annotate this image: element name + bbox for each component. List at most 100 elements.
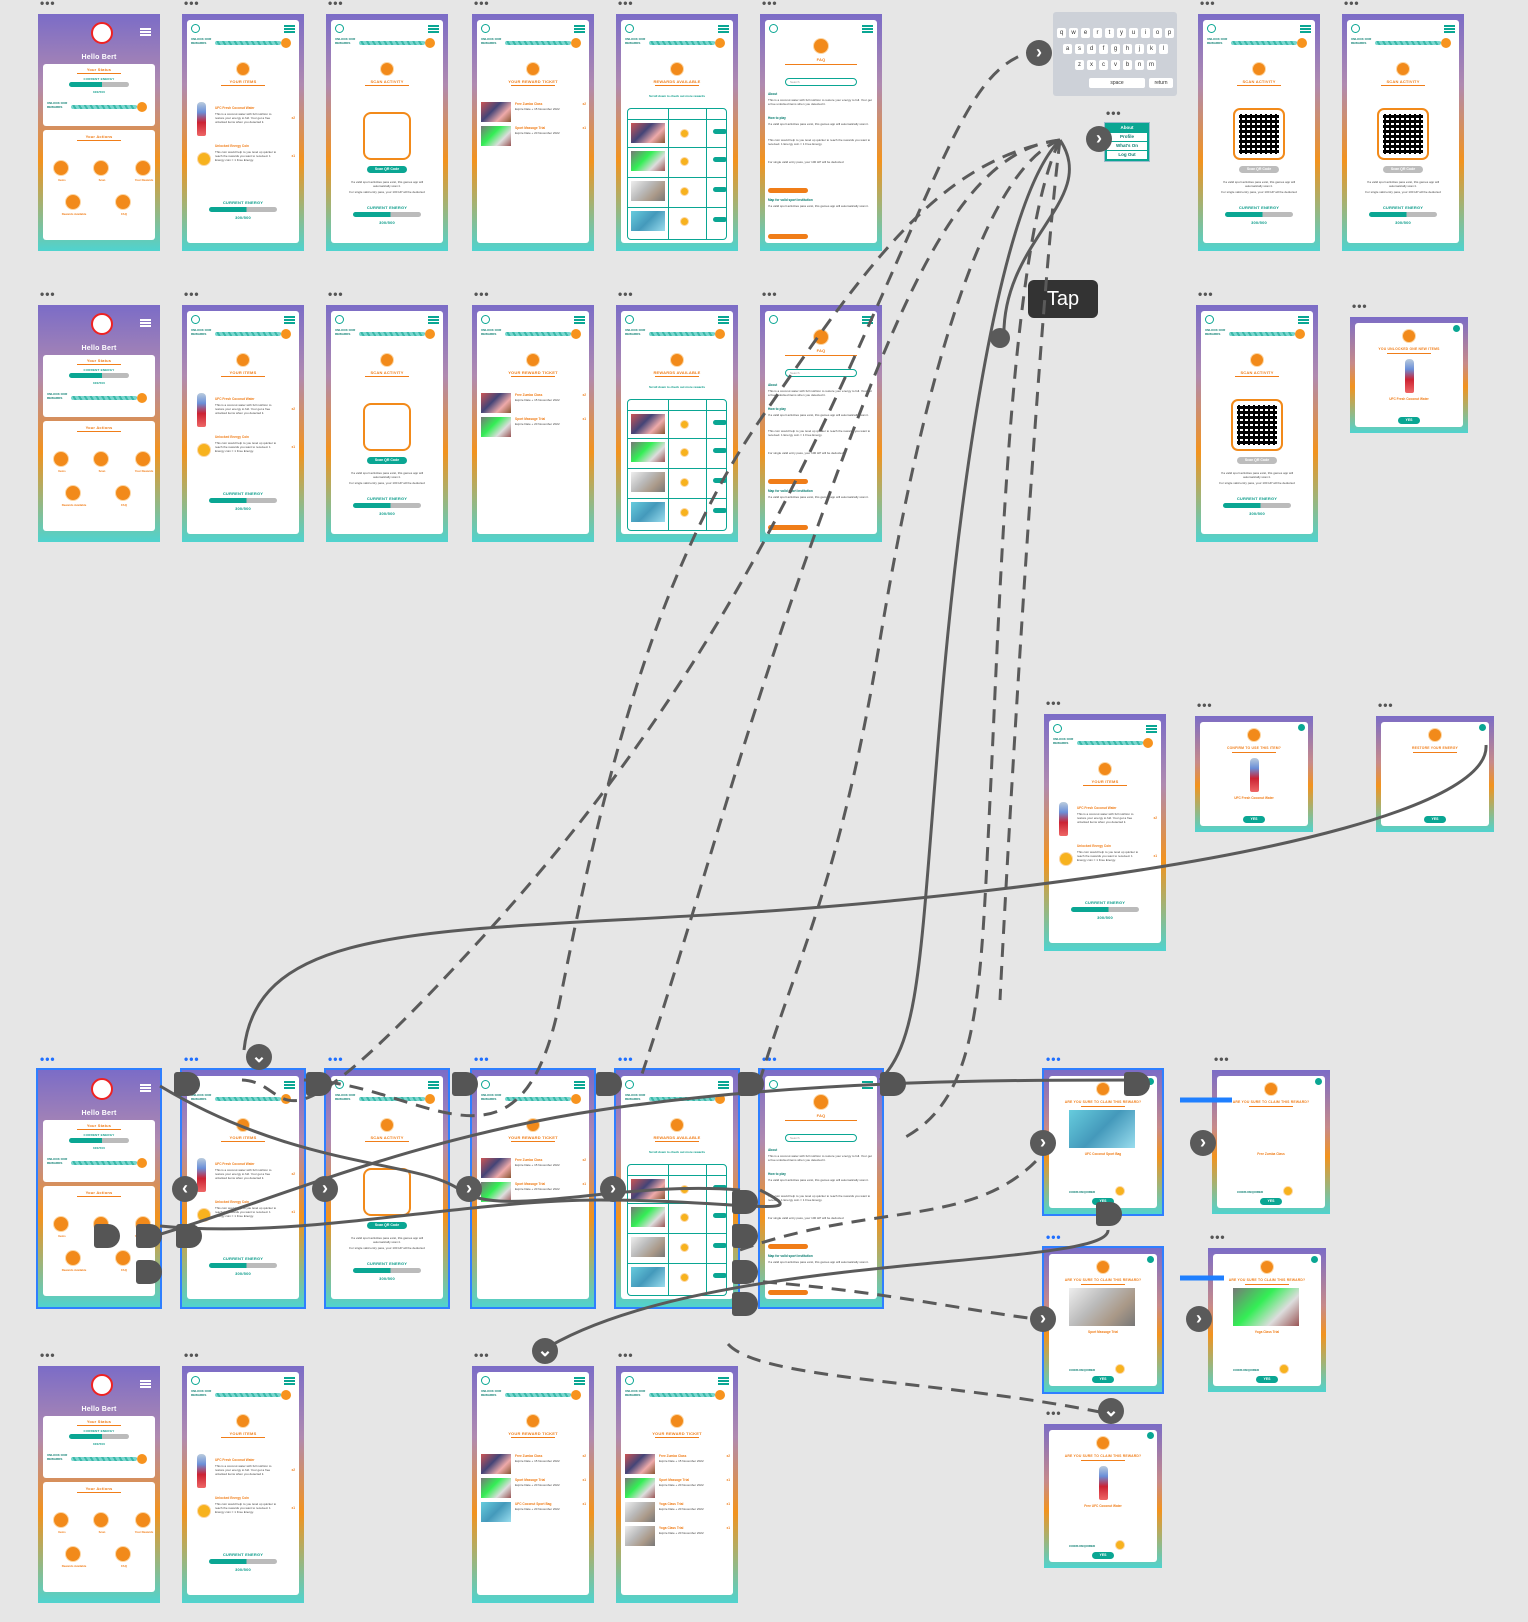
navigation-arrow-icon[interactable]: ›: [1086, 126, 1112, 152]
download-guide-button[interactable]: [768, 1244, 808, 1249]
hamburger-menu-icon[interactable]: [140, 1380, 151, 1388]
back-arrow-icon[interactable]: [625, 315, 634, 324]
back-arrow-icon[interactable]: [625, 24, 634, 33]
key[interactable]: i: [1141, 28, 1150, 38]
sport-institution-map-button[interactable]: [768, 525, 808, 530]
hamburger-menu-icon[interactable]: [1146, 725, 1157, 733]
claim-button[interactable]: [713, 157, 727, 162]
close-icon[interactable]: [1453, 325, 1460, 332]
frame-menu-dots[interactable]: •••: [618, 1052, 634, 1066]
key[interactable]: x: [1087, 60, 1096, 70]
sport-institution-map-button[interactable]: [768, 1290, 808, 1295]
key[interactable]: p: [1165, 28, 1174, 38]
items-icon[interactable]: [53, 1512, 69, 1528]
frame-menu-dots[interactable]: •••: [40, 1348, 56, 1362]
download-guide-button[interactable]: [768, 188, 808, 193]
yes-button[interactable]: YES: [1424, 816, 1446, 823]
frame-menu-dots[interactable]: •••: [328, 1052, 344, 1066]
frame-menu-dots[interactable]: •••: [1200, 0, 1216, 10]
connection-handle[interactable]: [990, 328, 1010, 348]
hamburger-menu-icon[interactable]: [284, 1377, 295, 1385]
menu-item[interactable]: What's On: [1107, 142, 1147, 150]
key[interactable]: a: [1063, 44, 1072, 54]
connection-node[interactable]: [1096, 1202, 1122, 1226]
claim-button[interactable]: [713, 187, 727, 192]
connection-node[interactable]: [136, 1260, 162, 1284]
close-icon[interactable]: [1147, 1432, 1154, 1439]
key[interactable]: c: [1099, 60, 1108, 70]
back-arrow-icon[interactable]: [1351, 24, 1360, 33]
claim-button[interactable]: [713, 448, 727, 453]
back-arrow-icon[interactable]: [769, 24, 778, 33]
your-rewards-icon[interactable]: [135, 160, 151, 176]
key[interactable]: s: [1075, 44, 1084, 54]
hamburger-menu-icon[interactable]: [862, 1081, 873, 1089]
back-arrow-icon[interactable]: [481, 1080, 490, 1089]
frame-menu-dots[interactable]: •••: [474, 1052, 490, 1066]
scan-qr-button[interactable]: Scan QR Code: [1383, 166, 1423, 173]
hamburger-menu-icon[interactable]: [862, 316, 873, 324]
claim-button[interactable]: [713, 129, 727, 134]
modal-frame[interactable]: ARE YOU SURE TO CLAIM THIS REWARD?Free U…: [1044, 1424, 1162, 1568]
faq-icon[interactable]: [115, 485, 131, 501]
frame-menu-dots[interactable]: •••: [762, 287, 778, 301]
connection-node[interactable]: [1124, 1072, 1150, 1096]
key[interactable]: u: [1129, 28, 1138, 38]
faq-icon[interactable]: [115, 1546, 131, 1562]
connection-node[interactable]: [880, 1072, 906, 1096]
key[interactable]: v: [1111, 60, 1120, 70]
rewards-available-icon[interactable]: [65, 485, 81, 501]
frame-menu-dots[interactable]: •••: [1046, 1406, 1062, 1420]
faq-icon[interactable]: [115, 1250, 131, 1266]
back-arrow-icon[interactable]: [481, 24, 490, 33]
back-arrow-icon[interactable]: [481, 1376, 490, 1385]
back-arrow-icon[interactable]: [191, 1376, 200, 1385]
back-arrow-icon[interactable]: [335, 1080, 344, 1089]
connection-node[interactable]: [136, 1224, 162, 1248]
hamburger-menu-icon[interactable]: [140, 28, 151, 36]
key[interactable]: e: [1081, 28, 1090, 38]
frame-menu-dots[interactable]: •••: [762, 0, 778, 10]
hamburger-menu-icon[interactable]: [1300, 25, 1311, 33]
key[interactable]: b: [1123, 60, 1132, 70]
back-arrow-icon[interactable]: [191, 315, 200, 324]
faq-icon[interactable]: [115, 194, 131, 210]
claim-button[interactable]: [713, 508, 727, 513]
hamburger-menu-icon[interactable]: [574, 25, 585, 33]
hamburger-menu-icon[interactable]: [428, 25, 439, 33]
frame-menu-dots[interactable]: •••: [1046, 696, 1062, 710]
frame-menu-dots[interactable]: •••: [40, 1052, 56, 1066]
space-key[interactable]: space: [1089, 78, 1145, 88]
items-icon[interactable]: [53, 451, 69, 467]
scan-qr-button[interactable]: Scan QR Code: [1237, 457, 1277, 464]
key[interactable]: n: [1135, 60, 1144, 70]
frame-menu-dots[interactable]: •••: [474, 287, 490, 301]
key[interactable]: o: [1153, 28, 1162, 38]
yes-button[interactable]: YES: [1398, 417, 1420, 424]
claim-button[interactable]: [713, 1243, 727, 1248]
hamburger-menu-icon[interactable]: [1298, 316, 1309, 324]
scan-icon[interactable]: [93, 451, 109, 467]
frame-menu-dots[interactable]: •••: [184, 0, 200, 10]
frame-menu-dots[interactable]: •••: [1106, 106, 1122, 120]
navigation-arrow-icon[interactable]: ‹: [172, 1176, 198, 1202]
hamburger-menu-icon[interactable]: [574, 316, 585, 324]
connection-node[interactable]: [732, 1260, 758, 1284]
yes-button[interactable]: YES: [1256, 1376, 1278, 1383]
scan-qr-button[interactable]: Scan QR Code: [367, 166, 407, 173]
hamburger-menu-icon[interactable]: [284, 316, 295, 324]
frame-menu-dots[interactable]: •••: [328, 287, 344, 301]
close-icon[interactable]: [1479, 724, 1486, 731]
hamburger-menu-icon[interactable]: [862, 25, 873, 33]
